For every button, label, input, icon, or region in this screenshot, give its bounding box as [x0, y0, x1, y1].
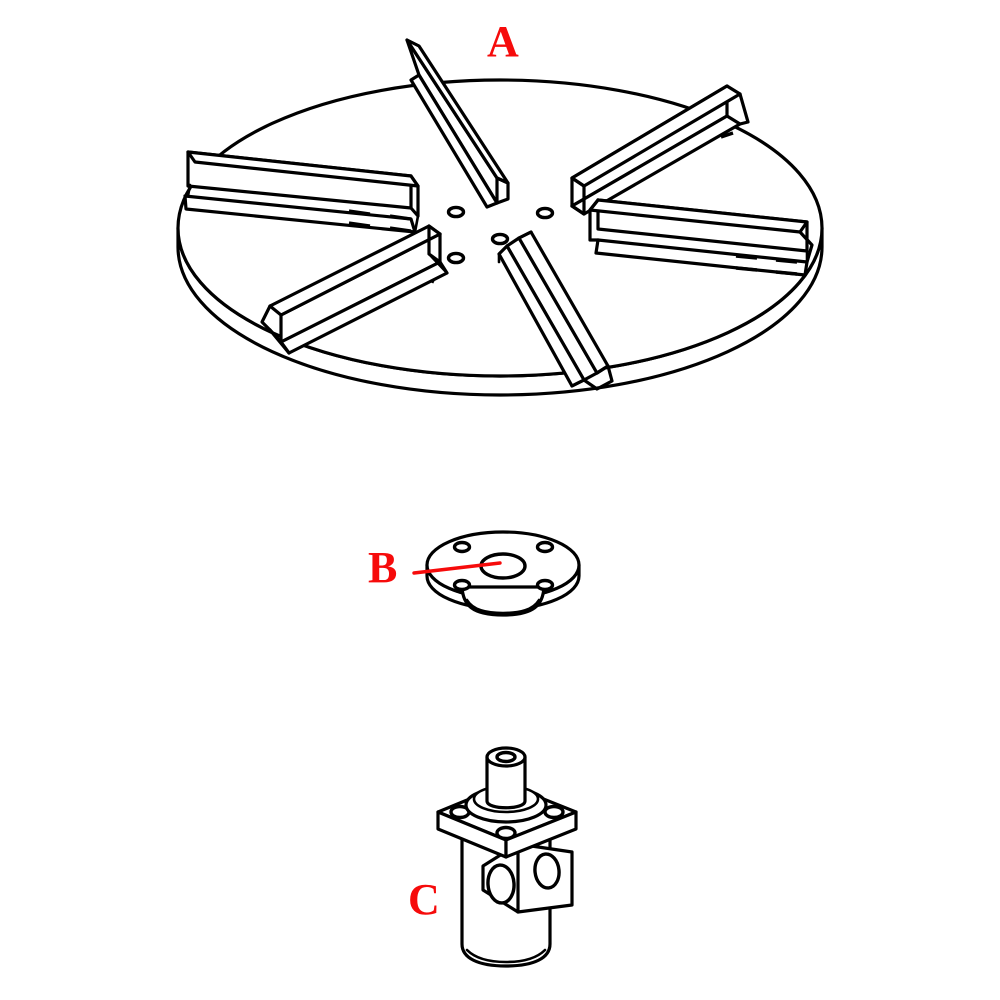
vane-ur-end-cap	[570, 176, 586, 216]
disc-bolt-hole-1	[446, 205, 466, 219]
vane-r-end-cap	[588, 198, 600, 242]
vane-lr-tip-top	[517, 230, 533, 240]
vane-r-rim-notch	[798, 230, 814, 264]
motor-flange-bolt-hole-2	[543, 804, 565, 820]
vane-ll-end-edge	[427, 252, 449, 275]
disc-vane-upper-right	[570, 84, 750, 216]
vane-r-slot-2a	[775, 258, 798, 264]
hub-bolt-hole-3	[452, 578, 472, 592]
motor-port-1	[486, 863, 516, 905]
disc-vane-right	[588, 198, 814, 277]
disc-bolt-hole-3	[490, 232, 510, 246]
motor-output-shaft	[485, 755, 527, 810]
disc-bolt-hole-2	[535, 206, 555, 220]
callout-label-c: C	[408, 875, 440, 924]
vane-top-tip	[405, 38, 421, 48]
motor-shaft-bore	[495, 750, 517, 764]
vane-ur-slot-1	[720, 131, 734, 139]
hub-bolt-hole-2	[535, 540, 555, 554]
vane-ur-rim-notch	[738, 92, 750, 126]
motor-barrel-bottom-edge	[465, 948, 547, 964]
motor-port-2	[533, 852, 561, 890]
hub-boss-bottom-edge	[465, 598, 541, 615]
disc-vane-upper-left	[183, 150, 420, 234]
motor-flange-right-side	[504, 810, 578, 859]
part-a-spinner-disc-assembly	[176, 38, 824, 397]
disc-bolt-hole-4	[446, 251, 466, 265]
vane-ul-end-cap	[409, 174, 420, 218]
part-c-hydraulic-motor	[436, 746, 578, 968]
vane-top-base-edge	[485, 201, 499, 209]
vane-ul-slot-1a	[348, 209, 371, 216]
vane-ul-end-edge	[413, 214, 420, 234]
vane-r-slot-2b	[775, 270, 798, 276]
hub-bolt-hole-4	[535, 578, 555, 592]
disc-center-bolt-holes	[446, 205, 555, 265]
vane-ll-notch-base	[268, 328, 291, 355]
callout-label-b: B	[368, 543, 398, 592]
vane-ur-outer-base	[725, 114, 742, 126]
vane-ur-outer-edge	[725, 84, 742, 96]
vane-lr-rim-notch	[582, 364, 614, 391]
vane-ul-slot-2a	[389, 214, 412, 221]
callout-b-leader-line	[412, 561, 502, 575]
disc-vane-lower-left	[260, 224, 449, 355]
part-b-hub-flange	[412, 530, 581, 617]
vane-ul-slot-1b	[348, 221, 371, 228]
motor-flange-bolt-hole-3	[495, 825, 517, 841]
hub-bolt-hole-1	[452, 540, 472, 554]
vane-ul-slot-2b	[389, 226, 412, 233]
vane-ul-inner-edge	[186, 183, 192, 198]
vane-lr-inner-edge	[497, 244, 509, 264]
vane-r-slot-1b	[735, 266, 758, 272]
vane-r-slot-1a	[735, 254, 758, 260]
hub-boss-taper	[460, 585, 546, 617]
vane-lr-end-top	[595, 364, 610, 375]
callout-label-a: A	[487, 17, 519, 66]
disc-vane-top	[405, 38, 510, 209]
vane-top-end-cap	[495, 176, 510, 205]
vane-lr-end-bottom	[570, 378, 586, 388]
disc-vane-lower-right	[497, 230, 614, 391]
